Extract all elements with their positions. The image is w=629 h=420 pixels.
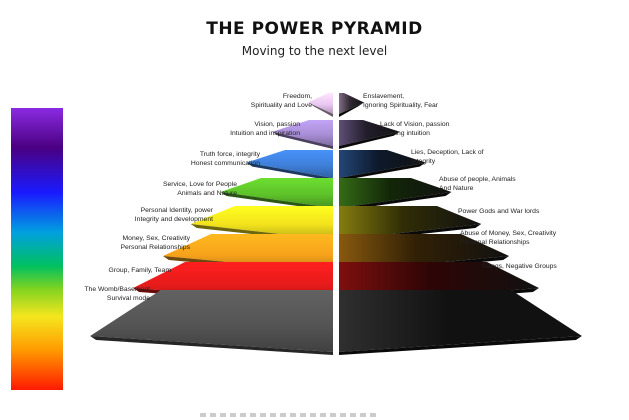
pyramid-level-right-2 — [339, 120, 400, 146]
page-title: THE POWER PYRAMID — [206, 19, 423, 39]
left-label-line: Animals and Nature — [177, 189, 237, 197]
left-label-line: The Womb/Basement — [84, 286, 150, 293]
pyramid-level-left-edge-3 — [246, 162, 333, 181]
right-label-line: Enslavement, — [363, 93, 405, 100]
pyramid-level-left-5 — [190, 206, 333, 240]
right-label-line: Abuse of Money, Sex, Creativity — [460, 230, 557, 237]
left-label-line: Service, Love for People — [162, 181, 237, 188]
pyramid-level-left-1 — [308, 93, 333, 114]
right-label-line: Ignoring intuition — [380, 129, 430, 137]
right-label-line: Integrity — [411, 157, 436, 165]
pyramid-level-right-edge-3 — [339, 162, 426, 181]
pyramid-level-right-edge-1 — [339, 102, 364, 117]
pyramid-level-left-edge-8 — [90, 336, 333, 355]
right-label-line: Lies, Deception, Lack of — [411, 149, 484, 156]
right-label-line: Abuse of people, Animals — [439, 176, 516, 183]
right-label-level-1: Enslavement,Ignoring Spirituality, Fear — [363, 93, 438, 110]
left-label-line: Personal Relationships — [120, 243, 190, 251]
right-label-line: Personal Relationships — [460, 238, 530, 246]
pyramid-level-right-edge-2 — [339, 131, 400, 149]
right-label-line: Gangs, Negative Groups — [482, 263, 557, 270]
left-label-line: Spirituality and Love — [250, 101, 312, 109]
left-label-line: Group, Family, Team — [108, 267, 171, 274]
left-label-line: Vision, passion — [254, 121, 300, 128]
pyramid-level-right-8 — [339, 290, 582, 352]
pyramid-level-left-2 — [272, 120, 333, 146]
right-label-level-7: Gangs, Negative Groups — [482, 263, 557, 272]
right-label-level-5: Power Gods and War lords — [458, 208, 539, 217]
left-label-level-7: Group, Family, Team — [109, 267, 171, 276]
pyramid-level-left-edge-2 — [272, 131, 333, 149]
pyramid-level-left-3 — [246, 150, 333, 178]
left-label-line: Truth force, integrity — [199, 151, 260, 158]
page-subtitle: Moving to the next level — [241, 44, 388, 58]
pyramid-level-right-3 — [339, 150, 426, 178]
right-label-line: And Nature — [439, 184, 474, 192]
pyramid-level-right-5 — [339, 206, 482, 240]
left-label-line: Personal Identity, power — [140, 207, 213, 214]
right-label-line: Power Gods and War lords — [458, 208, 540, 215]
left-label-line: Integrity and development — [134, 215, 213, 223]
right-label-line: Ignoring Spirituality, Fear — [363, 101, 439, 109]
left-label-line: Honest communication — [190, 159, 260, 167]
pyramid-level-left-edge-1 — [308, 102, 333, 117]
pyramid-level-right-4 — [339, 178, 452, 208]
pyramid-level-right-edge-8 — [339, 336, 582, 355]
right-label-line: Lack of Vision, passion — [380, 121, 450, 128]
pyramid-level-right-1 — [339, 93, 364, 114]
color-spectrum-bar — [11, 108, 63, 390]
left-label-line: Intuition and inspiration — [230, 129, 300, 137]
pyramid-level-left-8 — [90, 290, 333, 352]
left-label-line: Freedom, — [282, 93, 312, 100]
left-label-level-1: Freedom,Spirituality and Love — [251, 93, 312, 110]
pyramid-divider — [334, 90, 338, 415]
pyramid-level-left-4 — [220, 178, 333, 208]
left-label-line: Survival mode — [106, 294, 150, 302]
left-label-line: Money, Sex, Creativity — [122, 235, 191, 242]
caption-strip — [200, 413, 380, 417]
